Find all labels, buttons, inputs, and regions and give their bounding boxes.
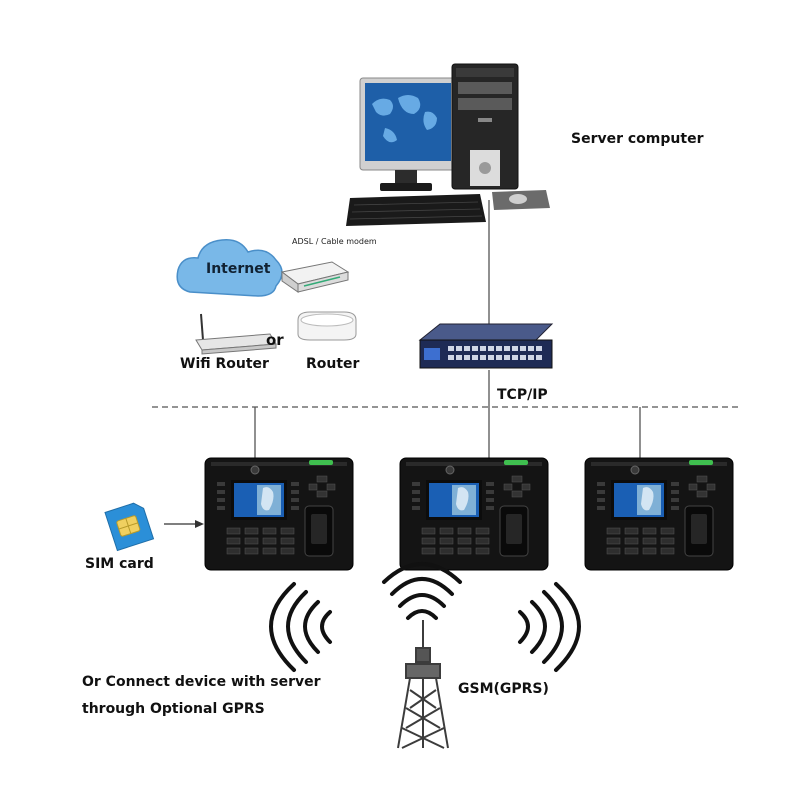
desktop-computer-icon (346, 63, 550, 226)
cloud-icon (176, 239, 283, 297)
sim-arrow (164, 520, 204, 528)
modem-label: ADSL / Cable modem (292, 237, 377, 246)
fingerprint-terminal-icon (204, 457, 354, 571)
gprs-note-line1: Or Connect device with server (82, 674, 321, 690)
network-switch-icon (418, 323, 554, 369)
fingerprint-terminal-icon (399, 457, 549, 571)
server-label: Server computer (571, 131, 704, 147)
internet-label: Internet (206, 261, 271, 277)
connection-lines (152, 200, 742, 458)
or-label: or (266, 331, 284, 349)
radio-waves-icon (382, 562, 462, 620)
gsm-label: GSM(GPRS) (458, 681, 549, 697)
radio-waves-icon (518, 582, 581, 672)
modem-icon (280, 261, 350, 293)
gprs-note-line2: through Optional GPRS (82, 701, 265, 717)
sim-card-icon (104, 502, 155, 552)
sim-label: SIM card (85, 556, 154, 572)
router-label: Router (306, 356, 360, 372)
fingerprint-terminal-icon (584, 457, 734, 571)
radio-waves-icon (269, 582, 332, 672)
tcpip-label: TCP/IP (497, 387, 548, 403)
wifi-router-label: Wifi Router (180, 356, 269, 372)
router-icon (297, 311, 357, 341)
gsm-tower-icon (397, 620, 449, 749)
wifi-router-icon (195, 313, 277, 355)
